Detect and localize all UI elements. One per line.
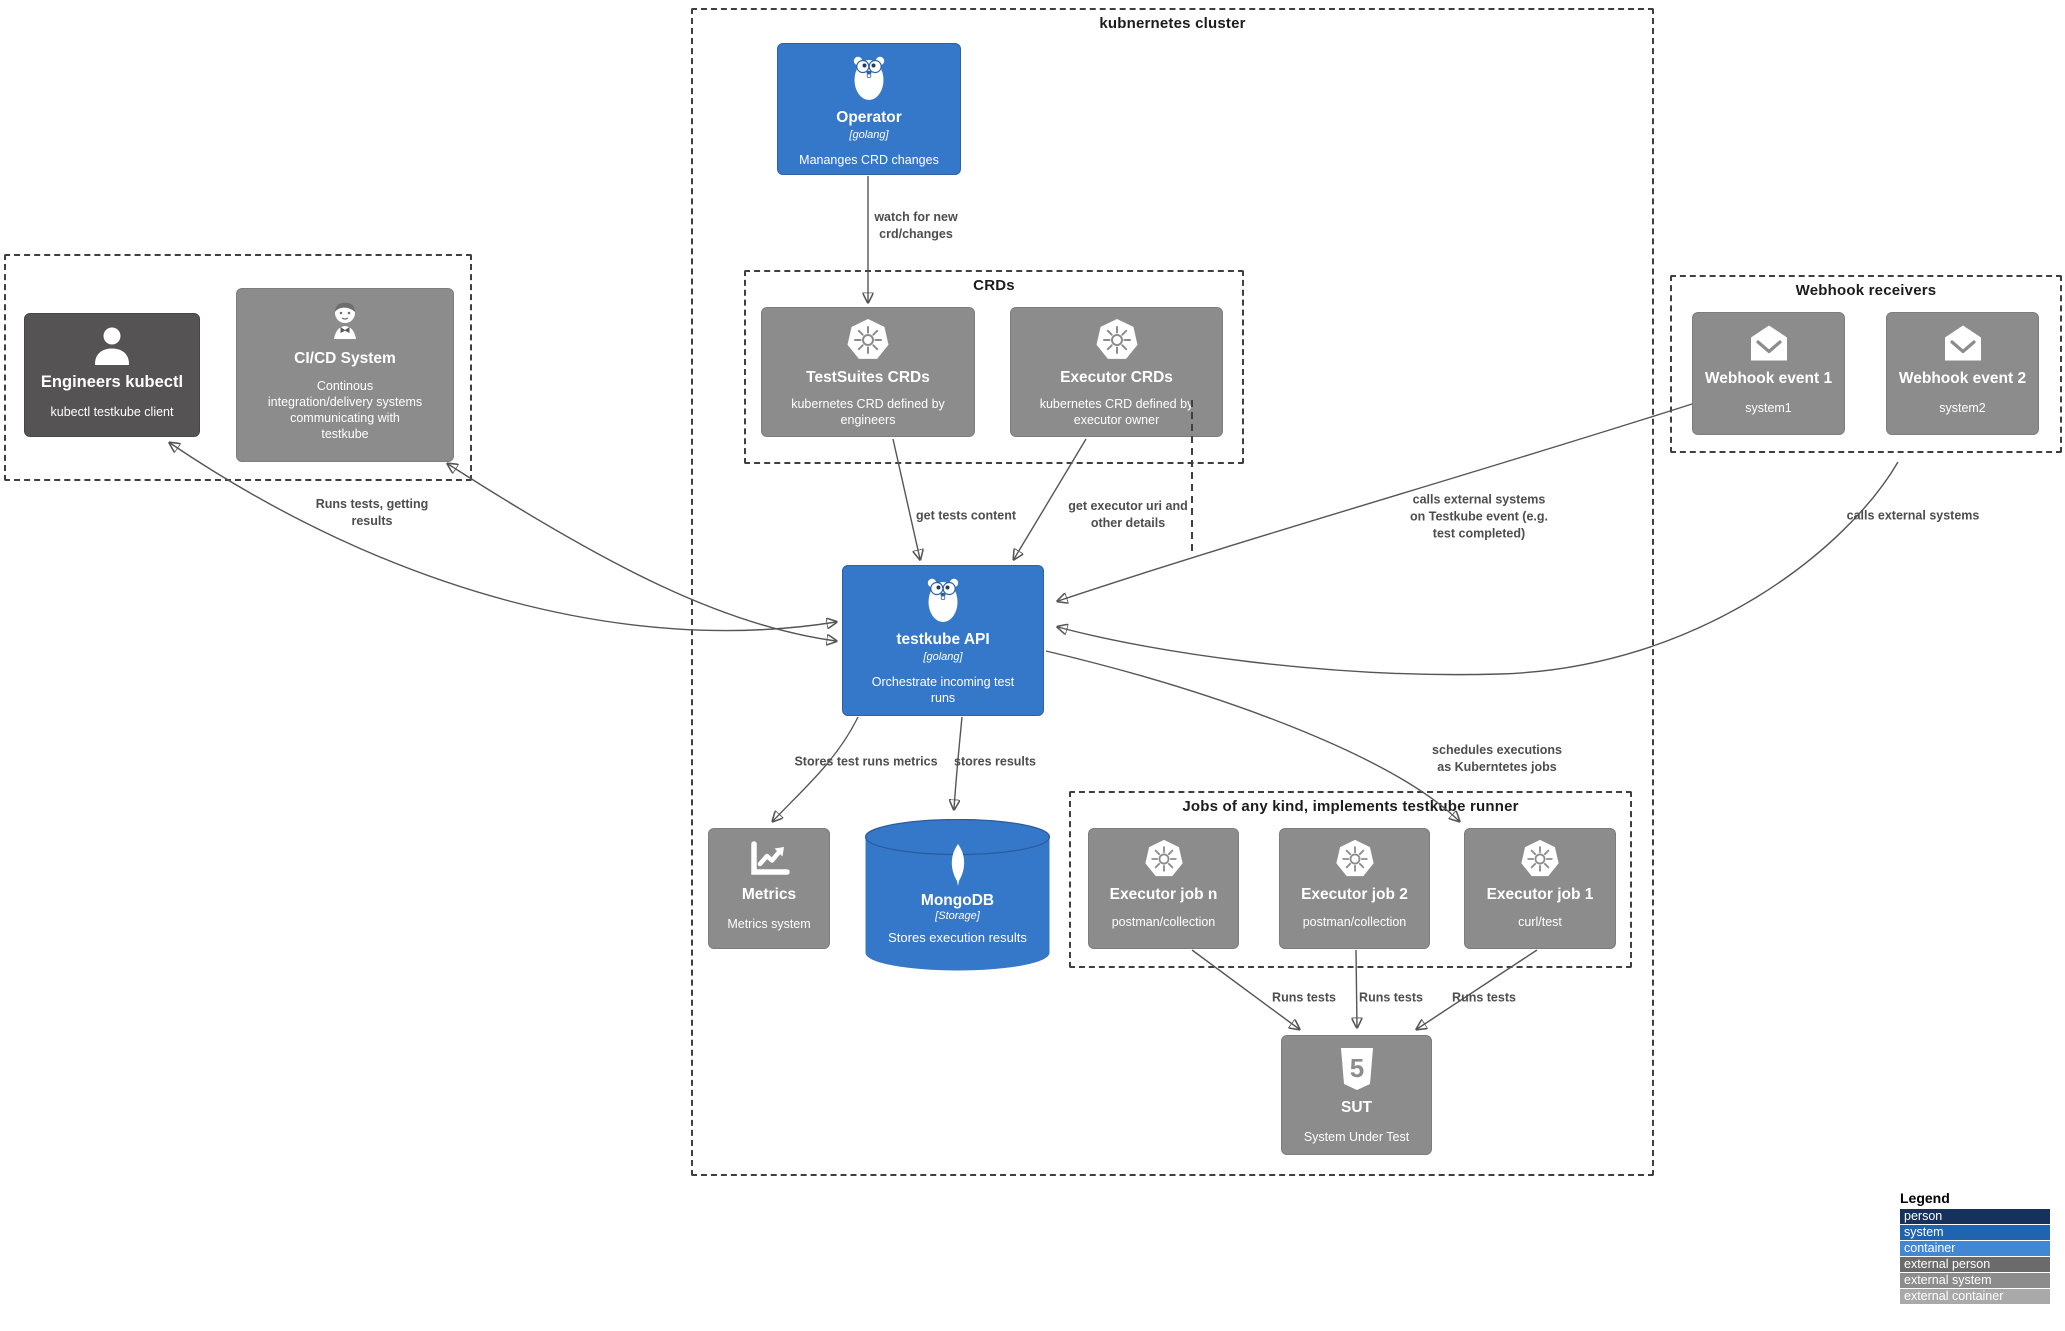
node-mongodb-title: MongoDB: [920, 892, 995, 909]
node-sut-desc: System Under Test: [1303, 1129, 1410, 1144]
node-executor-job-n-desc: postman/collection: [1111, 914, 1216, 929]
edge-label-runs-tests-3: Runs tests: [1452, 990, 1516, 1005]
boundary-jobs-title: Jobs of any kind, implements testkube ru…: [1182, 798, 1519, 815]
legend-row-container: container: [1900, 1241, 2050, 1256]
kubernetes-icon: [845, 318, 891, 367]
node-operator-meta: [golang]: [849, 128, 889, 141]
edge-label-get-executor: get executor uri and other details: [1068, 499, 1188, 530]
node-operator-title: Operator: [836, 109, 902, 126]
legend: Legend person system container external …: [1900, 1190, 2050, 1305]
node-metrics-title: Metrics: [741, 886, 797, 903]
jenkins-icon: [326, 299, 364, 348]
edge-label-runs-tests-2: Runs tests: [1359, 990, 1423, 1005]
legend-row-system: system: [1900, 1225, 2050, 1240]
kubernetes-icon: [1143, 839, 1185, 884]
edge-label-calls-event: calls external systems on Testkube event…: [1410, 492, 1548, 541]
kubernetes-icon: [1519, 839, 1561, 884]
node-executor-crds-desc: kubernetes CRD defined by executor owner: [1039, 396, 1194, 427]
boundary-crds-title: CRDs: [973, 277, 1015, 294]
edge-label-get-tests: get tests content: [915, 508, 1017, 523]
node-webhook-event-2-title: Webhook event 2: [1898, 370, 2027, 387]
legend-row-external-system: external system: [1900, 1273, 2050, 1288]
kubernetes-icon: [1334, 839, 1376, 884]
edge-label-stores-results: stores results: [954, 754, 1036, 769]
edge-label-calls-external: calls external systems: [1846, 508, 1980, 523]
mongodb-leaf-icon: [945, 843, 971, 892]
node-metrics-desc: Metrics system: [727, 916, 811, 931]
node-executor-crds: Executor CRDs kubernetes CRD defined by …: [1010, 307, 1223, 437]
node-engineers-kubectl-desc: kubectl testkube client: [50, 404, 174, 419]
edge-label-schedules: schedules executions as Kuberntetes jobs: [1432, 743, 1562, 774]
node-operator: Operator [golang] Mananges CRD changes: [777, 43, 961, 175]
node-executor-job-1-desc: curl/test: [1518, 914, 1562, 929]
node-testsuites-crds-title: TestSuites CRDs: [806, 369, 930, 386]
node-engineers-kubectl-title: Engineers kubectl: [40, 373, 184, 391]
node-testkube-api-meta: [golang]: [923, 650, 963, 663]
node-testkube-api-desc: Orchestrate incoming test runs: [871, 674, 1015, 705]
node-executor-job-2-desc: postman/collection: [1302, 914, 1407, 929]
svg-text:5: 5: [1349, 1053, 1363, 1083]
edge-label-watch: watch for new crd/changes: [874, 210, 958, 241]
boundary-kubernetes-cluster-title: kubnernetes cluster: [1099, 15, 1246, 32]
gopher-icon: [923, 576, 963, 629]
legend-title: Legend: [1900, 1190, 1950, 1206]
edge-label-stores-metrics: Stores test runs metrics: [794, 754, 938, 769]
person-icon: [91, 324, 133, 371]
node-testsuites-crds-desc: kubernetes CRD defined by engineers: [791, 396, 945, 427]
node-executor-job-n: Executor job n postman/collection: [1088, 828, 1239, 949]
node-sut: 5 SUT System Under Test: [1281, 1035, 1432, 1155]
node-cicd-system-desc: Continous integration/delivery systems c…: [267, 378, 423, 442]
node-operator-desc: Mananges CRD changes: [799, 152, 939, 167]
node-webhook-event-1: Webhook event 1 system1: [1692, 312, 1845, 435]
envelope-icon: [1941, 323, 1985, 368]
node-mongodb-meta: [Storage]: [935, 910, 980, 922]
legend-row-external-person: external person: [1900, 1257, 2050, 1272]
node-webhook-event-1-desc: system1: [1745, 400, 1792, 415]
gopher-icon: [849, 54, 889, 107]
legend-row-person: person: [1900, 1209, 2050, 1224]
node-executor-job-n-title: Executor job n: [1109, 886, 1218, 903]
node-webhook-event-2: Webhook event 2 system2: [1886, 312, 2039, 435]
node-mongodb: MongoDB [Storage] Stores execution resul…: [865, 819, 1050, 971]
html5-icon: 5: [1337, 1046, 1377, 1097]
node-webhook-event-1-title: Webhook event 1: [1704, 370, 1833, 387]
boundary-webhook-receivers: Webhook receivers: [1670, 275, 2062, 453]
edge-label-runs-tests-1: Runs tests: [1272, 990, 1336, 1005]
node-executor-job-1: Executor job 1 curl/test: [1464, 828, 1616, 949]
node-testkube-api: testkube API [golang] Orchestrate incomi…: [842, 565, 1044, 716]
node-mongodb-desc: Stores execution results: [888, 930, 1027, 945]
node-engineers-kubectl: Engineers kubectl kubectl testkube clien…: [24, 313, 200, 437]
kubernetes-icon: [1094, 318, 1140, 367]
boundary-webhook-receivers-title: Webhook receivers: [1795, 282, 1937, 299]
boundary-crds: CRDs: [744, 270, 1244, 464]
envelope-icon: [1747, 323, 1791, 368]
node-executor-crds-title: Executor CRDs: [1060, 369, 1173, 386]
node-cicd-system: CI/CD System Continous integration/deliv…: [236, 288, 454, 462]
legend-row-external-container: external container: [1900, 1289, 2050, 1304]
node-webhook-event-2-desc: system2: [1939, 400, 1986, 415]
node-testsuites-crds: TestSuites CRDs kubernetes CRD defined b…: [761, 307, 975, 437]
node-executor-job-2-title: Executor job 2: [1301, 886, 1408, 903]
node-sut-title: SUT: [1341, 1099, 1372, 1116]
metrics-chart-icon: [747, 839, 791, 884]
node-metrics: Metrics Metrics system: [708, 828, 830, 949]
node-cicd-system-title: CI/CD System: [294, 350, 396, 367]
node-executor-job-2: Executor job 2 postman/collection: [1279, 828, 1430, 949]
edge-label-runs-results: Runs tests, getting results: [315, 497, 429, 528]
node-executor-job-1-title: Executor job 1: [1486, 886, 1594, 903]
node-testkube-api-title: testkube API: [896, 631, 990, 648]
